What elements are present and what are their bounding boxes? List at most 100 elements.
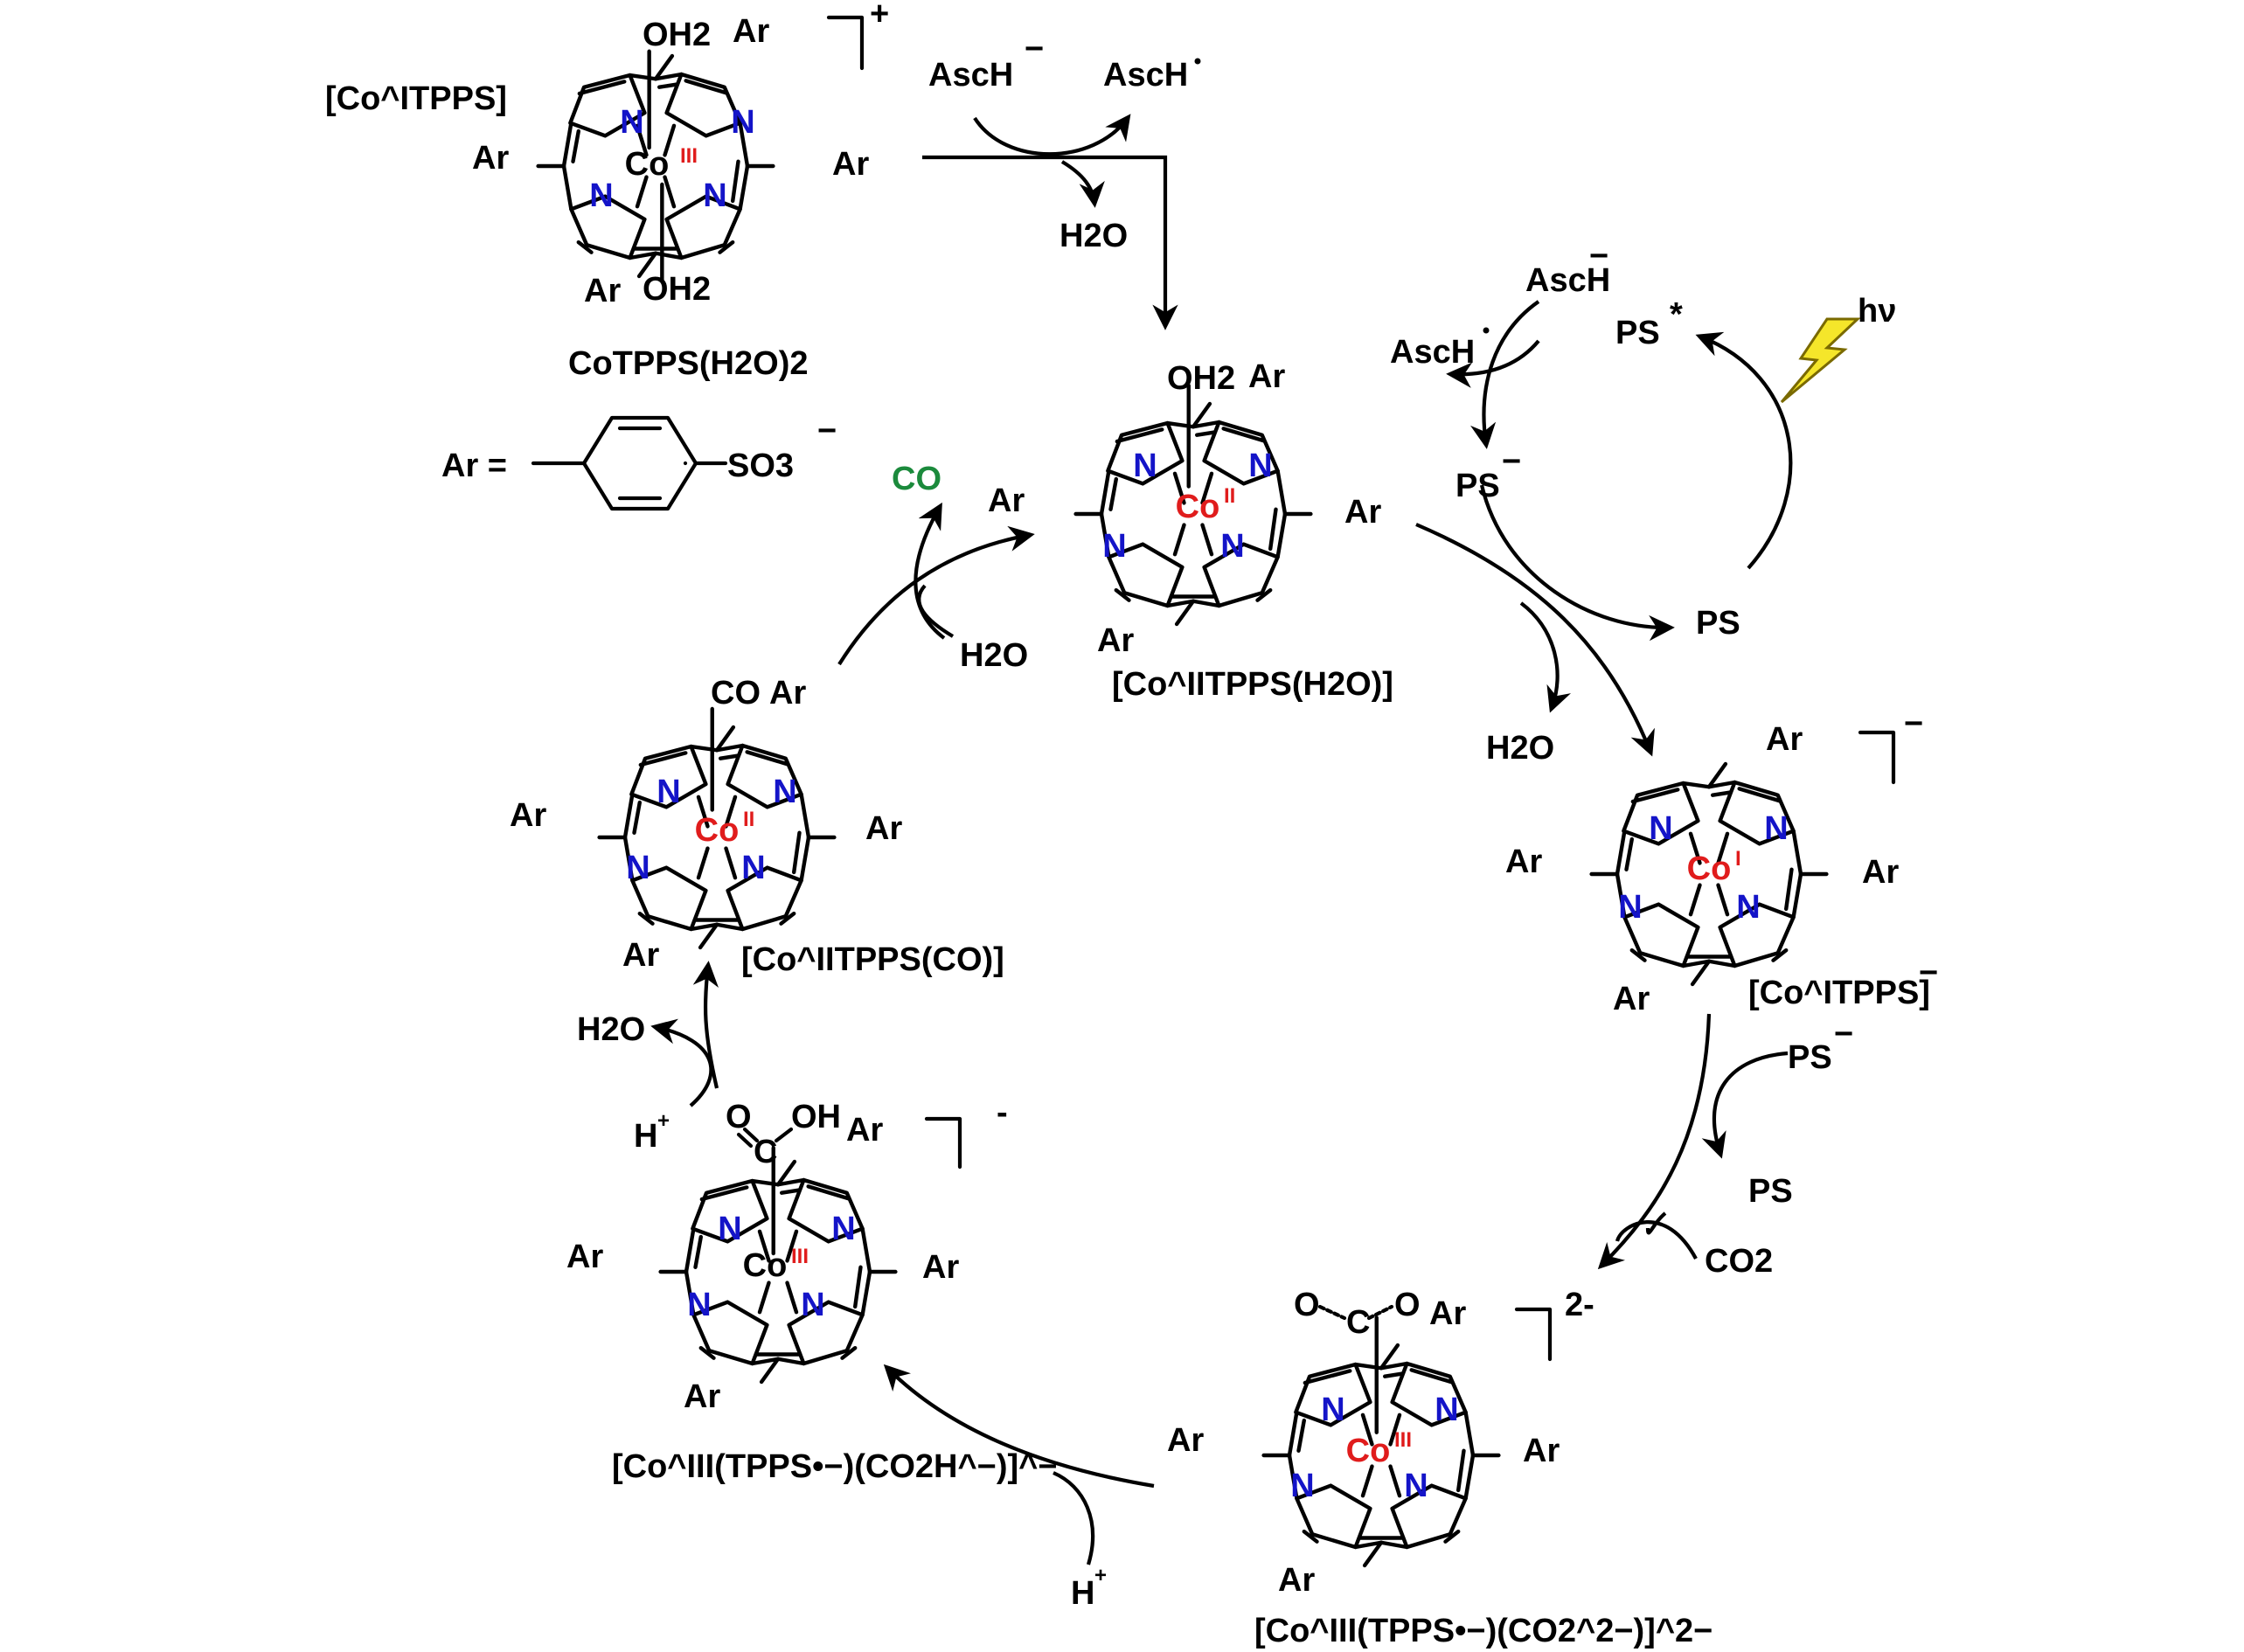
charge: + <box>657 1109 670 1133</box>
n-atom: N <box>626 850 650 886</box>
species-label-coIII-co2: [Co^III(TPPS•−)(CO2^2−)]^2− <box>1254 1613 1713 1649</box>
ar-label: Ar <box>510 797 546 834</box>
ar-label: Ar <box>472 140 509 177</box>
ar-label: Ar <box>1278 1562 1315 1599</box>
ps-reduced-label: PS <box>1788 1039 1832 1076</box>
precursor-complex: N N N N Co III OH2 OH2 Ar Ar Ar Ar + [Co… <box>325 0 889 382</box>
ar-definition: Ar = SO3 − <box>441 413 837 511</box>
n-atom: N <box>1435 1392 1458 1428</box>
n-atom: N <box>831 1211 855 1247</box>
ar-label: Ar <box>622 937 659 974</box>
ar-label: Ar <box>1523 1433 1560 1469</box>
charge: - <box>997 1094 1008 1131</box>
ar-label: Ar <box>733 13 769 50</box>
n-atom: N <box>1133 448 1157 484</box>
asch-radical-label: AscH <box>1390 334 1475 371</box>
n-atom: N <box>589 177 613 214</box>
ar-label: Ar <box>1429 1295 1466 1332</box>
asch-label: AscH <box>928 57 1013 94</box>
axial-oh2: OH2 <box>1167 360 1235 397</box>
n-atom: N <box>1102 528 1126 565</box>
ar-label: Ar <box>922 1249 959 1286</box>
co2-binding-arrow: PS − PS CO2 <box>1597 1013 1853 1280</box>
charge: + <box>870 0 889 32</box>
species-label-coII-co: [Co^IITPPS(CO)] <box>741 941 1004 978</box>
charge: − <box>1589 238 1608 274</box>
charge: 2- <box>1565 1287 1594 1323</box>
carbon-atom: C <box>1346 1304 1370 1341</box>
water-label: H2O <box>960 637 1028 674</box>
ar-label: Ar <box>1766 721 1803 758</box>
sulfonate-label: SO3 <box>727 448 794 484</box>
activation-arrow: AscH − AscH H2O <box>922 31 1201 330</box>
n-atom: N <box>1220 528 1244 565</box>
ar-label: Ar <box>1167 1422 1204 1459</box>
charge: − <box>1834 1016 1853 1052</box>
proton-label: H <box>634 1118 657 1155</box>
charge: − <box>817 413 837 449</box>
ar-label: Ar <box>1613 981 1650 1017</box>
ar-label: Ar <box>846 1112 883 1149</box>
charge: + <box>1094 1564 1107 1587</box>
dehydration-arrow: H2O H + <box>577 961 719 1155</box>
excited-star: * <box>1670 296 1683 333</box>
n-atom: N <box>1404 1468 1428 1504</box>
charge: − <box>1502 443 1521 480</box>
n-atom: N <box>703 177 726 214</box>
ar-label: Ar <box>1248 358 1285 395</box>
cobalt-atom: Co <box>743 1247 788 1284</box>
ar-label: Ar <box>1505 843 1542 880</box>
n-atom: N <box>620 104 643 141</box>
axial-co: CO <box>711 675 761 711</box>
ar-label: Ar <box>865 810 902 847</box>
water-label: H2O <box>1059 218 1128 254</box>
species-label-coI: [Co^ITPPS] <box>1748 975 1930 1011</box>
n-atom: N <box>1736 889 1760 926</box>
cobalt-atom: Co <box>1346 1433 1391 1469</box>
oxidation-state: II <box>743 808 754 831</box>
cobalt-atom: Co <box>1687 850 1732 887</box>
ar-label: Ar <box>1097 622 1134 659</box>
charge: − <box>1904 705 1923 742</box>
oxidation-state: III <box>791 1245 809 1268</box>
protonation-arrow: H + <box>883 1364 1155 1612</box>
charge: − <box>1025 31 1044 67</box>
charge: − <box>1919 954 1938 991</box>
oxidation-state: I <box>1735 847 1741 871</box>
ar-label: Ar <box>584 273 621 309</box>
water-label: H2O <box>1486 730 1554 767</box>
ar-label: Ar <box>988 482 1025 519</box>
ar-label: Ar <box>1344 494 1381 531</box>
coI-complex: N N N N Co I Ar Ar Ar Ar − [Co^ITPPS] − <box>1505 705 1938 1017</box>
n-atom: N <box>1248 448 1272 484</box>
ps-excited-label: PS <box>1615 315 1660 351</box>
precursor-bracket-label: [Co^ITPPS] <box>325 80 507 117</box>
n-atom: N <box>1764 810 1788 847</box>
n-atom: N <box>1618 889 1642 926</box>
asch-radical-label: AscH <box>1103 57 1188 94</box>
lightning-icon <box>1780 317 1861 404</box>
ps-label: PS <box>1748 1173 1793 1210</box>
axial-oh2: OH2 <box>643 17 711 53</box>
species-label-coII-h2o: [Co^IITPPS(H2O)] <box>1112 666 1393 703</box>
n-atom: N <box>687 1287 711 1323</box>
cobalt-atom: Co <box>625 146 670 183</box>
n-atom: N <box>731 104 754 141</box>
n-atom: N <box>801 1287 824 1323</box>
oxidation-state: III <box>680 144 698 168</box>
precursor-name: CoTPPS(H2O)2 <box>568 345 808 382</box>
ar-label: Ar <box>684 1378 720 1415</box>
n-atom: N <box>657 774 680 810</box>
ps-reduced-label: PS <box>1455 468 1500 504</box>
cobalt-atom: Co <box>695 812 740 849</box>
oxygen-atom: O <box>1394 1287 1421 1323</box>
n-atom: N <box>741 850 765 886</box>
water-label: H2O <box>577 1011 645 1048</box>
cobalt-atom: Co <box>1176 489 1220 525</box>
species-label-coIII-co2h: [Co^III(TPPS•−)(CO2H^−)]^− <box>612 1448 1058 1485</box>
ps-label: PS <box>1696 605 1740 642</box>
oxidation-state: III <box>1394 1428 1412 1452</box>
co2-label: CO2 <box>1705 1243 1773 1280</box>
n-atom: N <box>1321 1392 1344 1428</box>
